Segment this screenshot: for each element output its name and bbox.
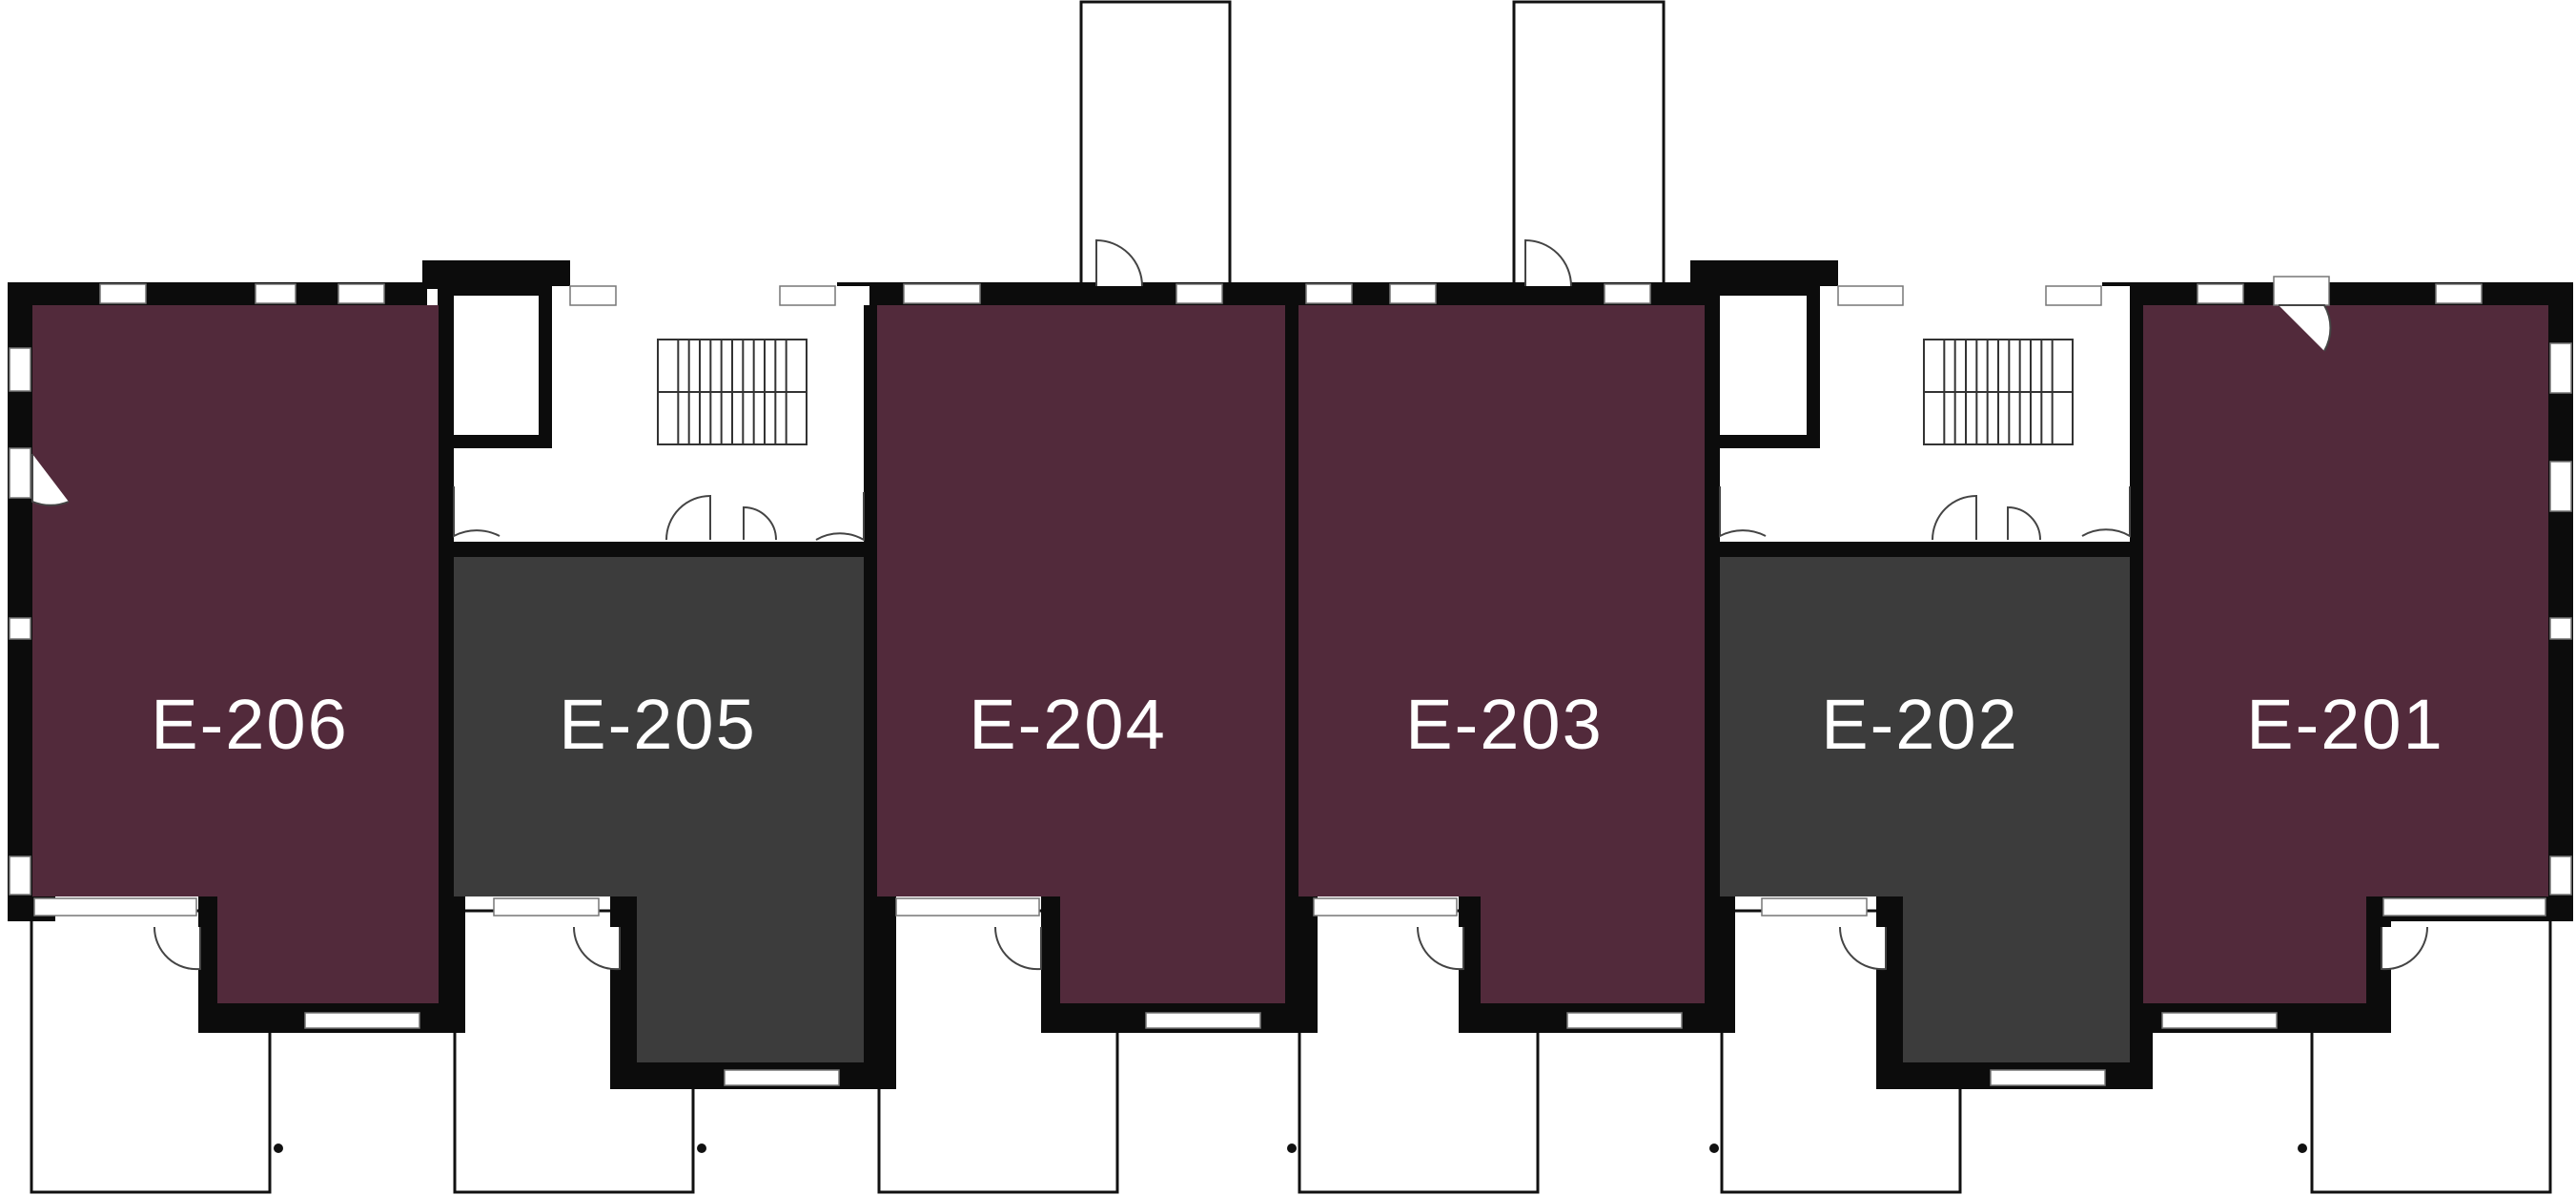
storage-right [1706,282,1820,448]
window-icon [2435,283,2483,304]
door-swing-icon [665,494,711,541]
door-swing-icon [572,926,621,971]
partition [2130,286,2143,1087]
common-areas [438,282,2138,557]
patio-post [2298,1143,2307,1153]
door-swing-icon [2081,486,2131,538]
staircase-left [657,339,808,445]
partitions [439,282,2143,1087]
unit-label-e203: E-203 [1405,685,1603,764]
unit-label-e201: E-201 [2246,685,2443,764]
door-swing-icon [2381,926,2429,971]
patio-post [1287,1143,1297,1153]
patio-posts [274,1143,2307,1153]
window-icon [9,447,31,499]
door-swing-icon [153,926,201,971]
window-icon [1305,283,1353,304]
unit-e201[interactable] [2143,305,2548,1003]
window-icon [779,285,836,306]
unit-labels: E-206 E-205 E-204 E-203 E-202 E-201 [151,685,2443,764]
window-icon [1145,1012,1261,1029]
window-icon [1604,283,1651,304]
window-icon [33,897,197,917]
window-icon [99,283,147,304]
window-icon [337,283,385,304]
window-icon [2549,617,2572,640]
patio-post [1709,1143,1719,1153]
unit-label-e204: E-204 [969,685,1166,764]
window-icon [2549,855,2572,896]
window-icon [1566,1012,1683,1029]
window-icon [9,617,31,640]
window-icon [903,283,981,304]
door-swing-icon [815,492,865,542]
unit-e203[interactable] [1298,305,1705,1003]
balcony-top-structures [1079,0,1666,286]
unit-e205[interactable] [454,557,864,1062]
doors [31,238,2429,971]
window-icon [724,1069,840,1086]
door-swing-icon [1932,494,1977,541]
door-swing-icon [993,926,1042,971]
door-swing-icon [453,486,501,538]
window-icon [1837,285,1904,306]
door-swing-icon [743,505,777,541]
unit-polygons [32,305,2548,1062]
partition [439,282,454,1007]
windows [9,276,2572,1086]
corridor-divider-right [1709,542,2138,557]
storage-left [438,282,552,448]
door-swing-icon [1838,926,1887,971]
door-swing-icon [1719,486,1767,538]
unit-label-e206: E-206 [151,685,348,764]
unit-label-e205: E-205 [559,685,756,764]
window-icon [2549,342,2572,394]
window-icon [2382,897,2546,917]
window-icon [9,855,31,896]
window-icon [895,897,1040,917]
window-icon [1176,283,1223,304]
unit-e204[interactable] [877,305,1285,1003]
window-icon [1313,897,1458,917]
window-icon [2161,1012,2278,1029]
door-swing-icon [31,454,70,506]
partition [864,305,877,1087]
door-swing-icon [1524,238,1572,287]
patio-post [697,1143,706,1153]
unit-e202[interactable] [1720,557,2130,1062]
corridor-divider-left [444,542,871,557]
partition [1285,286,1298,1030]
window-icon [493,897,600,917]
window-icon [569,285,617,306]
door-swing-icon [2279,304,2332,352]
wall-top-right [2102,282,2573,305]
window-icon [2549,461,2572,512]
unit-label-e202: E-202 [1821,685,2018,764]
window-icon [2273,276,2330,306]
patio-post [274,1143,283,1153]
window-icon [1761,897,1868,917]
window-icon [1990,1069,2106,1086]
unit-e206[interactable] [32,305,439,1003]
window-icon [2045,285,2102,306]
door-swing-icon [1095,238,1143,287]
partition [1705,286,1720,1030]
door-swing-icon [1416,926,1464,971]
window-icon [255,283,296,304]
window-icon [304,1012,420,1029]
door-swing-icon [2007,505,2041,541]
staircase-right [1923,339,2074,445]
window-icon [1389,283,1437,304]
window-icon [2197,283,2244,304]
window-icon [9,347,31,392]
